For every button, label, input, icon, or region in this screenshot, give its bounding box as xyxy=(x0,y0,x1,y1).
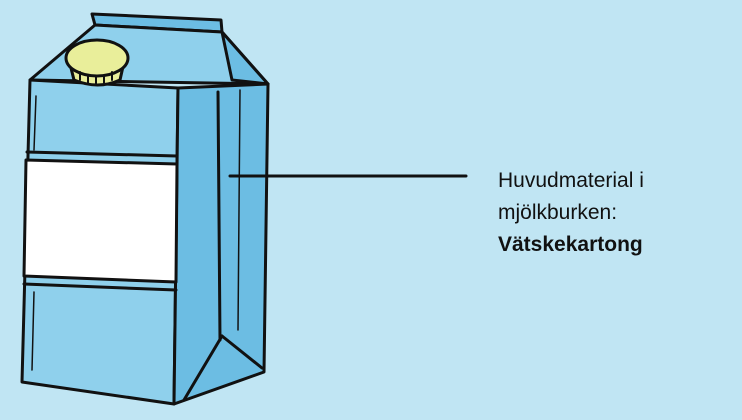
carton-side-face xyxy=(172,82,270,406)
carton-label-band xyxy=(22,158,179,284)
screw-cap-icon xyxy=(64,38,130,87)
callout-material-name: Vätskekartong xyxy=(498,233,643,256)
callout-line-1: Huvudmaterial i xyxy=(498,169,644,192)
carton-roof-side xyxy=(220,30,270,86)
callout-text: Huvudmaterial i mjölkburken: Vätskekarto… xyxy=(498,165,738,261)
callout-line-2: mjölkburken: xyxy=(498,201,618,224)
